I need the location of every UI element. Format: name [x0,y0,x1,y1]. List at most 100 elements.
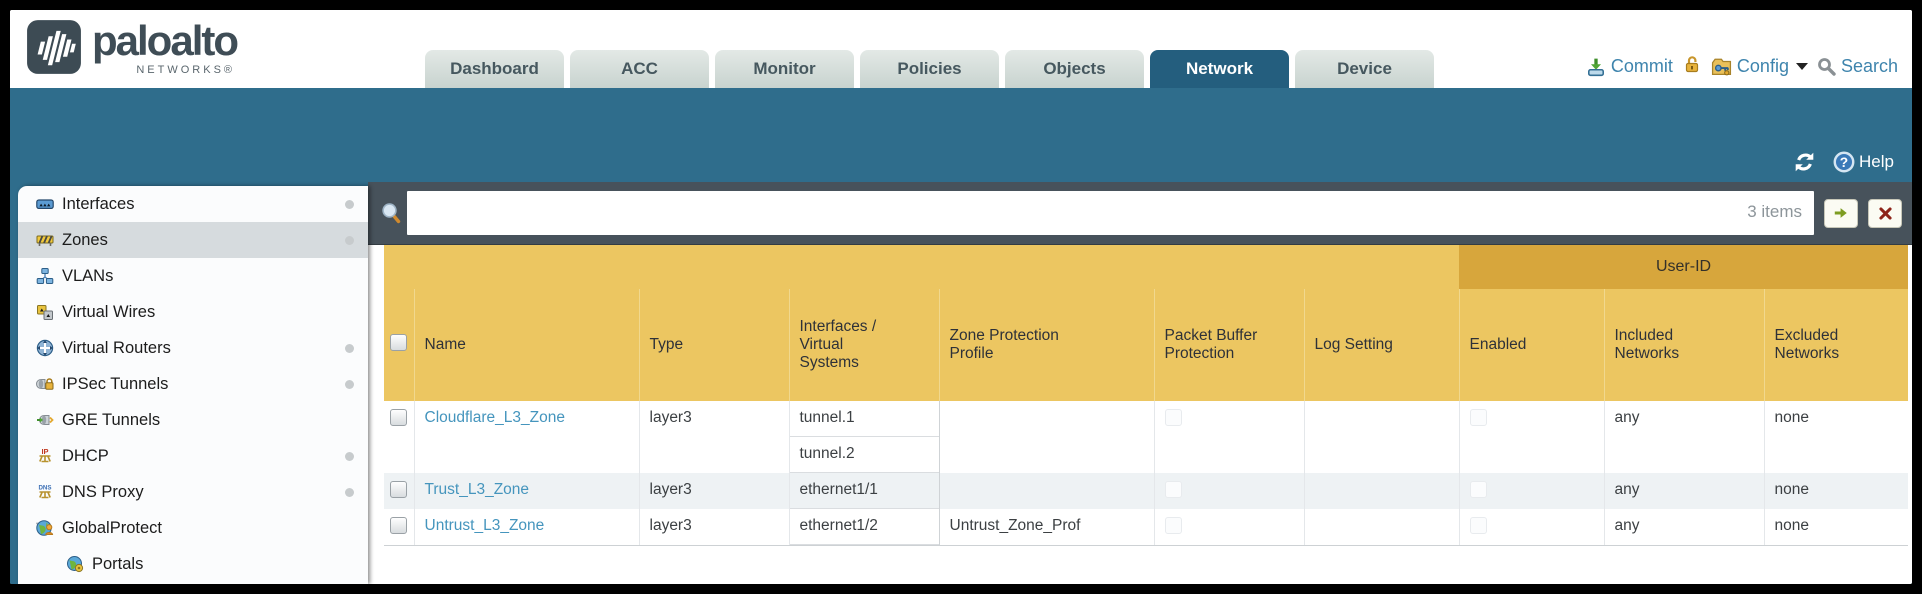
clear-filter-button[interactable] [1868,198,1902,228]
packet-buffer-checkbox [1164,409,1182,426]
tab-monitor[interactable]: Monitor [715,50,854,88]
sidebar-item-interfaces[interactable]: Interfaces [18,186,368,222]
sidebar-item-label: Zones [62,230,108,249]
sidebar-item-ipsec-tunnels[interactable]: IPSec Tunnels [18,366,368,402]
search-icon [1818,58,1836,76]
zone-name-cell: Cloudflare_L3_Zone [414,401,640,473]
dhcp-icon: IP [36,447,54,465]
sidebar-item-vlans[interactable]: VLANs [18,258,368,294]
included-networks-cell: any [1604,509,1765,546]
refresh-icon [1795,152,1814,172]
filter-input[interactable] [407,191,1814,235]
virtual-wires-icon [36,303,54,321]
status-dot [345,344,354,353]
tab-objects[interactable]: Objects [1005,50,1144,88]
help-button[interactable]: ? Help [1833,151,1894,173]
status-dot [345,236,354,245]
sidebar-item-virtual-routers[interactable]: Virtual Routers [18,330,368,366]
sidebar-item-label: Virtual Routers [62,338,171,357]
gre-tunnels-icon [36,411,54,429]
zones-table-area: User-ID Name Type Interfaces / Virtual S… [368,245,1912,584]
brand-sub: NETWORKS® [136,64,236,76]
zone-name-link[interactable]: Trust_L3_Zone [424,481,530,498]
select-all-checkbox[interactable] [384,289,414,401]
col-header-type[interactable]: Type [638,289,789,401]
paloalto-logo-icon [27,20,81,74]
col-header-name[interactable]: Name [413,289,639,401]
ipsec-tunnels-icon [36,375,54,393]
sidebar-item-globalprotect[interactable]: ▽GlobalProtect [18,510,368,546]
status-dot [345,452,354,461]
lock-icon [1685,56,1699,73]
commit-icon [1587,58,1604,76]
zones-icon [36,231,54,249]
sidebar-item-label: Portals [92,554,144,573]
row-checkbox[interactable] [384,509,415,546]
portals-icon [66,555,84,573]
close-icon [1878,206,1892,220]
packet-buffer-protection-cell [1154,509,1305,546]
zone-type-cell: layer3 [639,401,790,473]
refresh-button[interactable] [1792,151,1817,173]
sidebar-item-gre-tunnels[interactable]: GRE Tunnels [18,402,368,438]
svg-text:?: ? [1840,155,1848,170]
zone-name-cell: Trust_L3_Zone [414,473,640,509]
tab-acc[interactable]: ACC [570,50,709,88]
commit-button[interactable]: Commit [1586,56,1673,77]
enabled-checkbox [1469,517,1487,534]
included-networks-cell: any [1604,473,1765,509]
sidebar-item-zones[interactable]: Zones [18,222,368,258]
tab-device[interactable]: Device [1295,50,1434,88]
interface-value: ethernet1/1 [789,473,939,509]
zone-type-cell: layer3 [639,509,790,546]
svg-text:IP: IP [41,447,48,456]
col-header-enabled[interactable]: Enabled [1458,289,1604,401]
sidebar-item-label: Interfaces [62,194,135,213]
config-icon [1711,58,1731,75]
tab-dashboard[interactable]: Dashboard [425,50,564,88]
packet-buffer-checkbox [1164,481,1182,498]
sidebar-item-label: DHCP [62,446,109,465]
filter-search-icon [382,203,401,224]
zone-name-link[interactable]: Untrust_L3_Zone [424,517,545,534]
sidebar-item-virtual-wires[interactable]: Virtual Wires [18,294,368,330]
col-header-included-networks[interactable]: Included Networks [1603,289,1764,401]
row-checkbox[interactable] [384,473,415,509]
zone-protection-profile-cell: Untrust_Zone_Prof [939,509,1155,546]
search-button[interactable]: Search [1817,56,1898,77]
lock-button[interactable] [1682,54,1702,79]
zone-name-cell: Untrust_L3_Zone [414,509,640,546]
packet-buffer-protection-cell [1154,401,1305,473]
zone-protection-profile-cell [939,473,1155,509]
status-dot [345,488,354,497]
sidebar-item-portals[interactable]: Portals [18,546,368,582]
zone-name-link[interactable]: Cloudflare_L3_Zone [424,409,565,426]
row-checkbox[interactable] [384,401,415,473]
col-header-zone-protection-profile[interactable]: Zone Protection Profile [938,289,1154,401]
tab-network[interactable]: Network [1150,50,1289,88]
svg-text:DNS: DNS [38,485,51,492]
tab-policies[interactable]: Policies [860,50,999,88]
config-button[interactable]: Config [1711,56,1808,77]
virtual-routers-icon [36,339,54,357]
interfaces-cell: ethernet1/2 [789,509,940,546]
col-header-log-setting[interactable]: Log Setting [1303,289,1459,401]
sidebar-item-label: GRE Tunnels [62,410,161,429]
globalprotect-icon [36,519,54,537]
interfaces-icon [36,195,54,213]
col-header-excluded-networks[interactable]: Excluded Networks [1763,289,1909,401]
packet-buffer-checkbox [1164,517,1182,534]
sidebar-item-gateways[interactable]: Gateways [18,582,368,584]
apply-filter-button[interactable] [1824,198,1858,228]
col-header-interfaces[interactable]: Interfaces / Virtual Systems [788,289,939,401]
sidebar-item-dhcp[interactable]: IP DHCP [18,438,368,474]
col-header-packet-buffer-protection[interactable]: Packet Buffer Protection [1153,289,1304,401]
